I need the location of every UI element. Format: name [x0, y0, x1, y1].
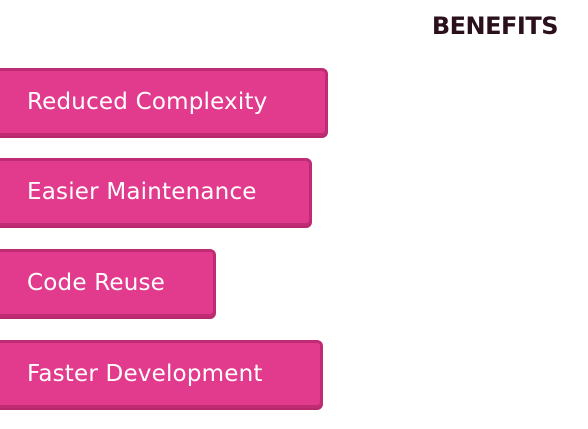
page-title: BENEFITS [431, 12, 559, 40]
benefit-item-code-reuse: Code Reuse [0, 249, 216, 317]
benefit-item-faster-development: Faster Development [0, 340, 323, 408]
benefit-item-reduced-complexity: Reduced Complexity [0, 68, 328, 136]
benefit-label: Code Reuse [27, 270, 166, 296]
benefit-item-easier-maintenance: Easier Maintenance [0, 158, 312, 226]
benefit-label: Easier Maintenance [27, 179, 257, 205]
benefit-label: Faster Development [27, 361, 263, 387]
benefit-label: Reduced Complexity [27, 89, 268, 115]
